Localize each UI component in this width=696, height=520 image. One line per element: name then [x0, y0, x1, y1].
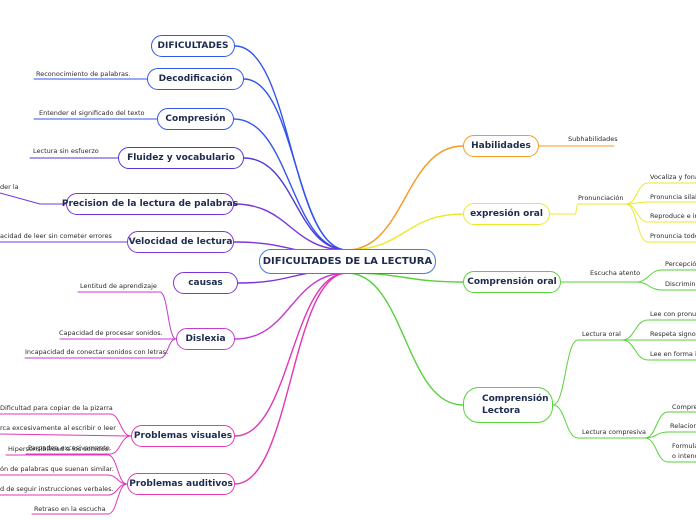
- connector-67: [552, 404, 579, 439]
- leaf-relacion[interactable]: Relacion: [670, 422, 696, 430]
- connector-34: [107, 483, 128, 515]
- leaf-seguir-instrucciones[interactable]: d de seguir instrucciones verbales.: [0, 485, 114, 493]
- connector-39: [346, 272, 464, 406]
- connector-43: [574, 203, 579, 215]
- connector-8: [234, 272, 348, 437]
- central-topic[interactable]: DIFICULTADES DE LA LECTURA: [259, 249, 436, 274]
- leaf-discrimina[interactable]: Discrimina: [665, 280, 696, 288]
- leaf-subhabilidades[interactable]: Subhabilidades: [568, 135, 618, 143]
- leaf-lee-forma[interactable]: Lee en forma inc: [650, 350, 696, 358]
- leaf-parpadea[interactable]: Parpadea excesivamente.: [28, 444, 112, 452]
- connector-71: [644, 431, 669, 439]
- connector-4: [233, 203, 348, 251]
- connector-59: [552, 339, 579, 406]
- leaf-pronuncia-todos[interactable]: Pronuncia todos: [650, 232, 696, 240]
- topic-velocidad[interactable]: Velocidad de lectura: [127, 231, 234, 253]
- topic-fluidez[interactable]: Fluidez y vocabulario: [118, 147, 244, 169]
- leaf-lentitud-aprendizaje[interactable]: Lentitud de aprendizaje: [80, 282, 157, 290]
- leaf-reconocimiento[interactable]: Reconocimiento de palabras.: [36, 70, 131, 78]
- topic-expresion-oral[interactable]: expresión oral: [463, 203, 550, 225]
- topic-causas[interactable]: causas: [173, 272, 238, 294]
- leaf-entender-significado[interactable]: Entender el significado del texto: [39, 109, 145, 117]
- topic-problemas-visuales[interactable]: Problemas visuales: [131, 425, 235, 447]
- topic-habilidades[interactable]: Habilidades: [463, 135, 539, 157]
- connector-26: [109, 435, 132, 455]
- leaf-o-intenci[interactable]: o intenci: [672, 452, 696, 460]
- leaf-escucha-atento[interactable]: Escucha atento: [590, 269, 641, 277]
- connector-57: [635, 281, 663, 291]
- leaf-procesar-sonidos[interactable]: Capacidad de procesar sonidos.: [59, 329, 163, 337]
- leaf-percepcion[interactable]: Percepción: [665, 260, 696, 268]
- leaf-respeta-signos[interactable]: Respeta signos d: [650, 330, 696, 338]
- leaf-lectura-sin-esfuerzo[interactable]: Lectura sin esfuerzo: [33, 147, 99, 155]
- leaf-lectura-compresiva[interactable]: Lectura compresiva: [582, 428, 647, 436]
- leaf-retraso-escucha[interactable]: Retraso en la escucha: [34, 505, 106, 513]
- leaf-velocidad-detail[interactable]: acidad de leer sin cometer errores: [0, 232, 112, 240]
- leaf-reproduce[interactable]: Reproduce e inve: [650, 212, 696, 220]
- topic-dislexia[interactable]: Dislexia: [176, 328, 235, 350]
- connector-28: [107, 454, 128, 485]
- leaf-compre[interactable]: Compre: [672, 403, 696, 411]
- topic-comprension-oral[interactable]: Comprensión oral: [463, 271, 561, 293]
- connector-9: [234, 272, 348, 485]
- leaf-confusion-palabras[interactable]: ón de palabras que suenan similar.: [0, 465, 114, 473]
- leaf-copiar-pizarra[interactable]: Dificultad para copiar de la pizarra: [0, 404, 113, 412]
- connector-30: [107, 474, 128, 485]
- topic-decodificacion[interactable]: Decodificación: [147, 68, 244, 90]
- connector-69: [644, 411, 669, 439]
- leaf-lee-pronunc[interactable]: Lee con pronunc: [650, 310, 696, 318]
- connector-45: [625, 182, 649, 205]
- connector-49: [625, 203, 649, 223]
- connector-73: [644, 437, 669, 463]
- connector-3: [243, 157, 348, 251]
- leaf-vocaliza[interactable]: Vocaliza y fonaliz: [650, 173, 696, 181]
- connector-7: [234, 272, 348, 340]
- topic-comprension-lectora[interactable]: Comprensión Lectora: [463, 387, 553, 423]
- connector-25: [0, 433, 132, 437]
- leaf-formula[interactable]: Formula: [672, 442, 696, 450]
- connector-21: [159, 338, 177, 359]
- leaf-pronuncia-silaba[interactable]: Pronuncia silaba: [650, 193, 696, 201]
- leaf-pronunciacion[interactable]: Pronunciación: [578, 194, 624, 202]
- connector-23: [109, 413, 132, 437]
- leaf-acerca-escribir[interactable]: rca excesivamente al escribir o leer: [0, 424, 116, 432]
- connector-65: [621, 339, 649, 361]
- connector-55: [635, 269, 663, 283]
- topic-dificultades[interactable]: DIFICULTADES: [151, 35, 235, 57]
- leaf-precision-detail[interactable]: der la: [0, 183, 19, 191]
- connector-1: [243, 78, 348, 251]
- leaf-lectura-oral[interactable]: Lectura oral: [582, 330, 621, 338]
- connector-2: [233, 118, 348, 251]
- topic-comprension[interactable]: Compresión: [157, 108, 234, 130]
- topic-problemas-auditivos[interactable]: Problemas auditivos: [127, 473, 235, 495]
- connector-15: [0, 192, 41, 205]
- connector-37: [346, 213, 464, 251]
- leaf-hipersens[interactable]: Hipersensibilidad a los sonidos.: [8, 445, 111, 453]
- leaf-conectar-sonidos[interactable]: Incapacidad de conectar sonidos con letr…: [25, 348, 169, 356]
- connector-18: [159, 291, 177, 340]
- connector-36: [346, 145, 464, 251]
- connector-61: [621, 319, 649, 341]
- connector-51: [625, 203, 649, 243]
- topic-precision[interactable]: Precision de la lectura de palabras: [62, 193, 238, 215]
